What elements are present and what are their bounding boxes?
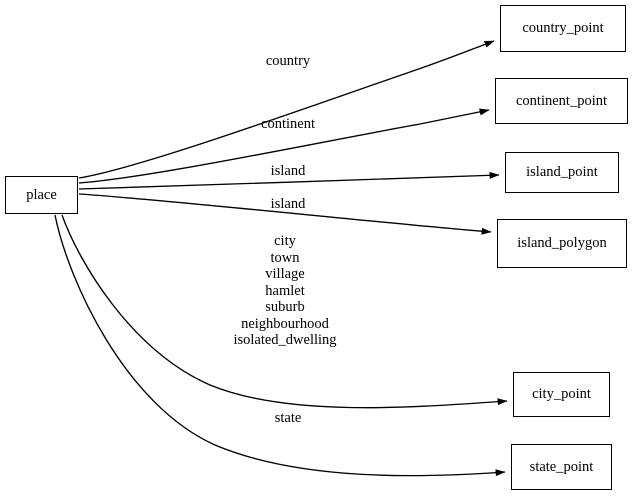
edge-label-country_point: country: [265, 53, 311, 69]
node-label: country_point: [522, 20, 604, 37]
node-state_point[interactable]: state_point: [511, 444, 612, 490]
node-place[interactable]: place: [5, 176, 78, 214]
node-island_polygon[interactable]: island_polygon: [497, 219, 627, 268]
edge-place-to-continent_point: [78, 108, 490, 184]
edge-place-to-country_point: [78, 40, 495, 179]
node-label: city_point: [532, 386, 591, 403]
node-island_point[interactable]: island_point: [505, 152, 619, 193]
node-label: place: [26, 186, 57, 203]
edge-label-city_point: city town village hamlet suburb neighbou…: [233, 233, 337, 348]
node-continent_point[interactable]: continent_point: [495, 78, 628, 124]
edge-paths: [54, 40, 508, 477]
node-label: island_point: [526, 164, 598, 181]
node-label: island_polygon: [517, 235, 607, 252]
edge-label-continent_point: continent: [261, 116, 315, 132]
node-country_point[interactable]: country_point: [500, 5, 626, 52]
node-label: state_point: [529, 458, 594, 475]
edge-label-island_point: island: [270, 163, 306, 179]
edge-label-state_point: state: [274, 410, 302, 426]
edge-place-to-city_point: [61, 214, 508, 409]
edge-place-to-state_point: [54, 214, 506, 477]
edge-place-to-island_point: [78, 171, 500, 190]
edge-label-island_polygon: island: [270, 196, 306, 212]
node-label: continent_point: [515, 92, 607, 109]
node-city_point[interactable]: city_point: [513, 372, 610, 417]
edge-place-to-island_polygon: [78, 193, 492, 235]
